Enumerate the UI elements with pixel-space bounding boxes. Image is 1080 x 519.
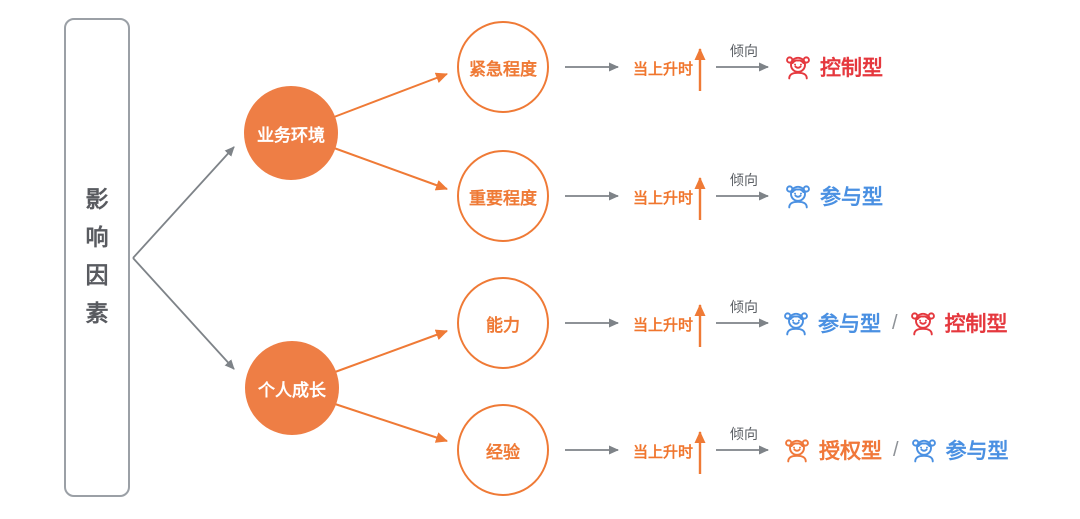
factor-label: 重要程度 [469, 188, 537, 208]
tendency-label: 倾向 [730, 299, 758, 315]
hub-business-environment: 业务环境 [244, 86, 338, 180]
factor-circle-urgency: 紧急程度 [457, 21, 549, 113]
influencing-factors-box [64, 18, 130, 497]
person-icon [784, 53, 812, 81]
when-rising-label: 当上升时 [632, 190, 693, 207]
tendency-label: 倾向 [730, 172, 758, 188]
person-icon [909, 309, 937, 337]
factor-circle-importance: 重要程度 [457, 150, 549, 242]
type-group-urgency: 控制型 [784, 51, 883, 83]
when-rising-label: 当上升时 [632, 444, 693, 461]
type-group-ability: 参与型 / 控制型 [782, 307, 1008, 339]
type-label: 授权型 [819, 440, 882, 463]
type-label: 参与型 [820, 186, 883, 209]
factor-circle-ability: 能力 [457, 277, 549, 369]
person-icon [784, 182, 812, 210]
type-separator: / [892, 311, 898, 334]
factor-label: 紧急程度 [469, 59, 537, 79]
type-label: 控制型 [820, 57, 883, 80]
factor-label: 经验 [486, 442, 520, 462]
person-icon [910, 436, 938, 464]
tendency-label: 倾向 [730, 426, 758, 442]
when-rising-label: 当上升时 [632, 61, 693, 78]
type-label: 控制型 [944, 313, 1008, 336]
person-icon [783, 436, 811, 464]
hub-personal-growth: 个人成长 [245, 341, 339, 435]
hub-label: 个人成长 [258, 380, 326, 400]
type-label: 参与型 [818, 313, 881, 336]
tendency-label: 倾向 [730, 43, 758, 59]
factor-circle-experience: 经验 [457, 404, 549, 496]
type-group-importance: 参与型 [784, 180, 883, 212]
factor-label: 能力 [486, 315, 520, 335]
hub-label: 业务环境 [257, 125, 325, 145]
type-label: 参与型 [945, 440, 1009, 463]
when-rising-label: 当上升时 [632, 317, 693, 334]
type-separator: / [893, 438, 899, 461]
person-icon [782, 309, 810, 337]
influencing-factors-label: 影响因素 [85, 186, 109, 326]
type-group-experience: 授权型 / 参与型 [783, 434, 1009, 466]
